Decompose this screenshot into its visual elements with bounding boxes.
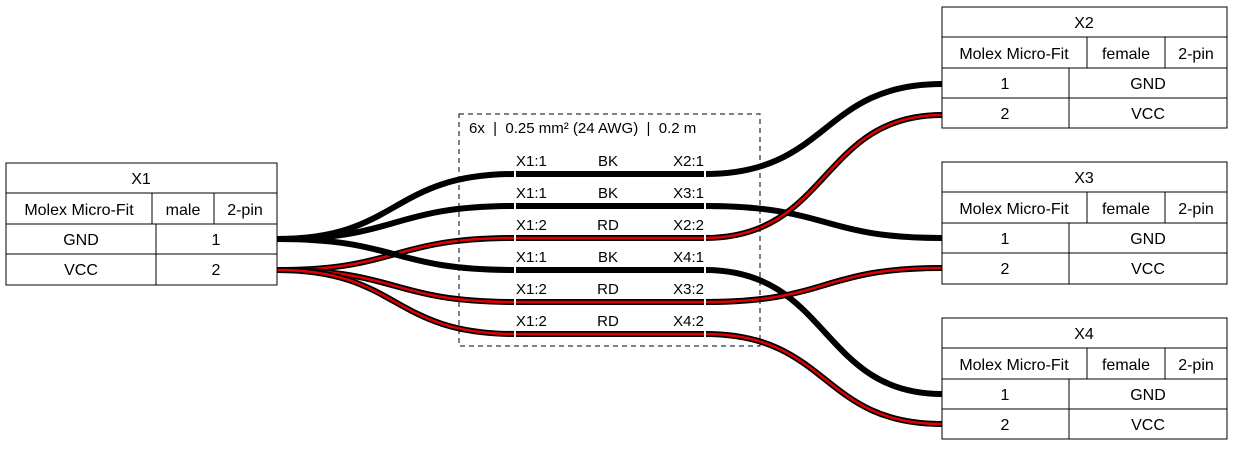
wire-color: RD	[597, 217, 619, 234]
connector-x2[interactable]: X2 Molex Micro-Fit female 2-pin 1 GND 2 …	[941, 6, 1228, 129]
pin-signal: GND	[63, 232, 99, 249]
bundle-border	[458, 113, 761, 347]
pin-signal: VCC	[1131, 261, 1165, 278]
connector-model: Molex Micro-Fit	[24, 202, 134, 219]
wire-from: X1:2	[516, 313, 547, 330]
connector-title: X1	[131, 171, 151, 188]
pin-signal: VCC	[64, 262, 98, 279]
pin-signal: VCC	[1131, 417, 1165, 434]
connector-title: X4	[1074, 326, 1094, 343]
wire-from: X1:2	[516, 281, 547, 298]
wire-color: BK	[598, 153, 618, 170]
pin-number: 1	[1001, 231, 1010, 248]
connector-pincount: 2-pin	[1178, 46, 1214, 63]
wire-from: X1:2	[516, 217, 547, 234]
connector-model: Molex Micro-Fit	[959, 357, 1069, 374]
wire-to: X3:2	[673, 281, 704, 298]
wire-from: X1:1	[516, 249, 547, 266]
pin-signal: GND	[1130, 387, 1166, 404]
wire-to: X4:2	[673, 313, 704, 330]
wire-color: RD	[597, 313, 619, 330]
wire-label-row: X1:1 BK X2:1	[516, 153, 704, 170]
connector-gender: female	[1102, 46, 1150, 63]
wire-to: X4:1	[673, 249, 704, 266]
pin-number: 2	[1001, 261, 1010, 278]
connector-gender: female	[1102, 357, 1150, 374]
pin-number: 2	[212, 262, 221, 279]
cable-bundle: 6x | 0.25 mm² (24 AWG) | 0.2 m X1:1 BK X…	[458, 113, 761, 347]
pin-number: 2	[1001, 106, 1010, 123]
wire-to: X2:1	[673, 153, 704, 170]
wire-color: RD	[597, 281, 619, 298]
connector-x3[interactable]: X3 Molex Micro-Fit female 2-pin 1 GND 2 …	[941, 161, 1228, 285]
connector-pincount: 2-pin	[227, 202, 263, 219]
connector-pincount: 2-pin	[1178, 357, 1214, 374]
wire-color: BK	[598, 185, 618, 202]
wire-separators	[514, 170, 706, 338]
wires-layer	[276, 81, 943, 427]
pin-signal: GND	[1130, 76, 1166, 93]
pin-number: 1	[1001, 387, 1010, 404]
connector-x1[interactable]: X1 Molex Micro-Fit male 2-pin GND 1 VCC …	[5, 162, 278, 286]
pin-signal: VCC	[1131, 106, 1165, 123]
wire-label-row: X1:1 BK X3:1	[516, 185, 704, 202]
wire-label-row: X1:2 RD X2:2	[516, 217, 704, 234]
pin-number: 1	[212, 232, 221, 249]
wire-label-row: X1:2 RD X3:2	[516, 281, 704, 298]
pin-number: 1	[1001, 76, 1010, 93]
connector-gender: female	[1102, 201, 1150, 218]
pin-signal: GND	[1130, 231, 1166, 248]
pin-number: 2	[1001, 417, 1010, 434]
wire-to: X2:2	[673, 217, 704, 234]
connector-x4[interactable]: X4 Molex Micro-Fit female 2-pin 1 GND 2 …	[941, 317, 1228, 440]
wire-from: X1:1	[516, 153, 547, 170]
connector-model: Molex Micro-Fit	[959, 46, 1069, 63]
connector-pincount: 2-pin	[1178, 201, 1214, 218]
wire-from: X1:1	[516, 185, 547, 202]
connector-title: X3	[1074, 170, 1094, 187]
wire-label-row: X1:1 BK X4:1	[516, 249, 704, 266]
wire-label-row: X1:2 RD X4:2	[516, 313, 704, 330]
connector-title: X2	[1074, 15, 1094, 32]
bundle-label: 6x | 0.25 mm² (24 AWG) | 0.2 m	[469, 120, 696, 137]
wire-x1-2-to-x3-2[interactable]	[276, 265, 943, 305]
wire-to: X3:1	[673, 185, 704, 202]
connector-model: Molex Micro-Fit	[959, 201, 1069, 218]
wire-color: BK	[598, 249, 618, 266]
connector-gender: male	[166, 202, 201, 219]
wire-x1-1-to-x3-1[interactable]	[276, 203, 943, 242]
